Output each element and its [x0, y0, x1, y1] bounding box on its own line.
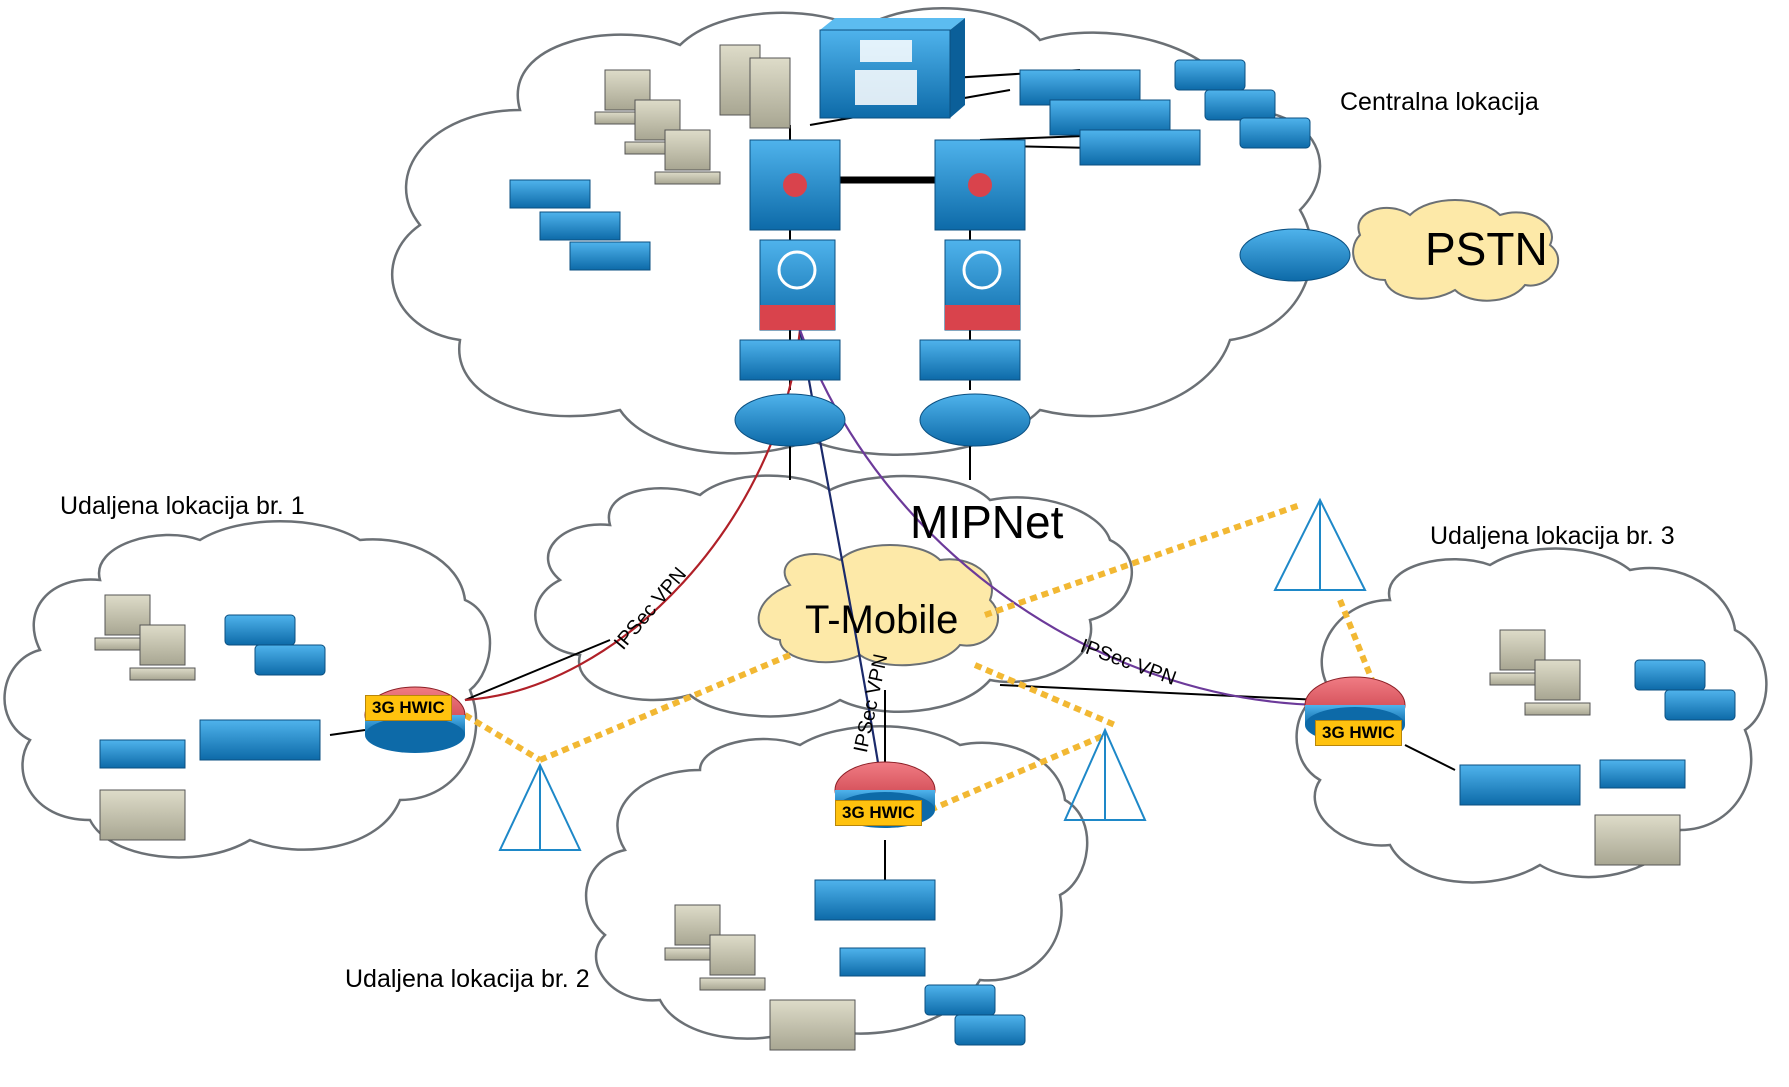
pc-icon: [94, 594, 196, 681]
remote-1-label: Udaljena lokacija br. 1: [60, 492, 305, 520]
remote-3-label: Udaljena lokacija br. 3: [1430, 522, 1675, 550]
ip-phone-icon: [1174, 59, 1311, 149]
pc-icon: [594, 69, 721, 185]
tower-icon: [498, 762, 582, 851]
mipnet-label: MIPNet: [910, 496, 1064, 548]
module-icon: [99, 739, 186, 769]
l3-switch-icon: [749, 139, 1026, 231]
switch-icon: [739, 69, 1201, 381]
cloud-pstn: [1352, 199, 1560, 302]
tmobile-label: T-Mobile: [805, 598, 959, 642]
phone-icon: [769, 999, 856, 1051]
router-icon: [734, 228, 1351, 447]
hwic-badge-remote-1: 3G HWIC: [365, 695, 452, 721]
pstn-label: PSTN: [1425, 223, 1548, 275]
call-manager-icon: [819, 18, 965, 119]
cloud-tmobile: [757, 544, 1000, 667]
ip-phone-icon: [924, 984, 1026, 1046]
module-icon: [509, 179, 651, 271]
pc-icon: [664, 904, 766, 991]
switch-icon: [1459, 764, 1581, 806]
module-icon: [1599, 759, 1686, 789]
central-location-label: Centralna lokacija: [1340, 88, 1539, 116]
ip-phone-icon: [224, 614, 326, 676]
server-icon: [719, 44, 791, 129]
switch-icon: [814, 879, 936, 921]
pc-icon: [1489, 629, 1591, 716]
phone-icon: [99, 789, 186, 841]
hwic-badge-remote-3: 3G HWIC: [1315, 720, 1402, 746]
tower-icon: [1063, 727, 1147, 821]
switch-icon: [199, 719, 321, 761]
firewall-icon: [759, 239, 1021, 331]
phone-icon: [1594, 814, 1681, 866]
module-icon: [839, 947, 926, 977]
hwic-badge-remote-2: 3G HWIC: [835, 800, 922, 826]
remote-2-label: Udaljena lokacija br. 2: [345, 965, 590, 993]
ip-phone-icon: [1634, 659, 1736, 721]
tower-icon: [1273, 497, 1367, 591]
